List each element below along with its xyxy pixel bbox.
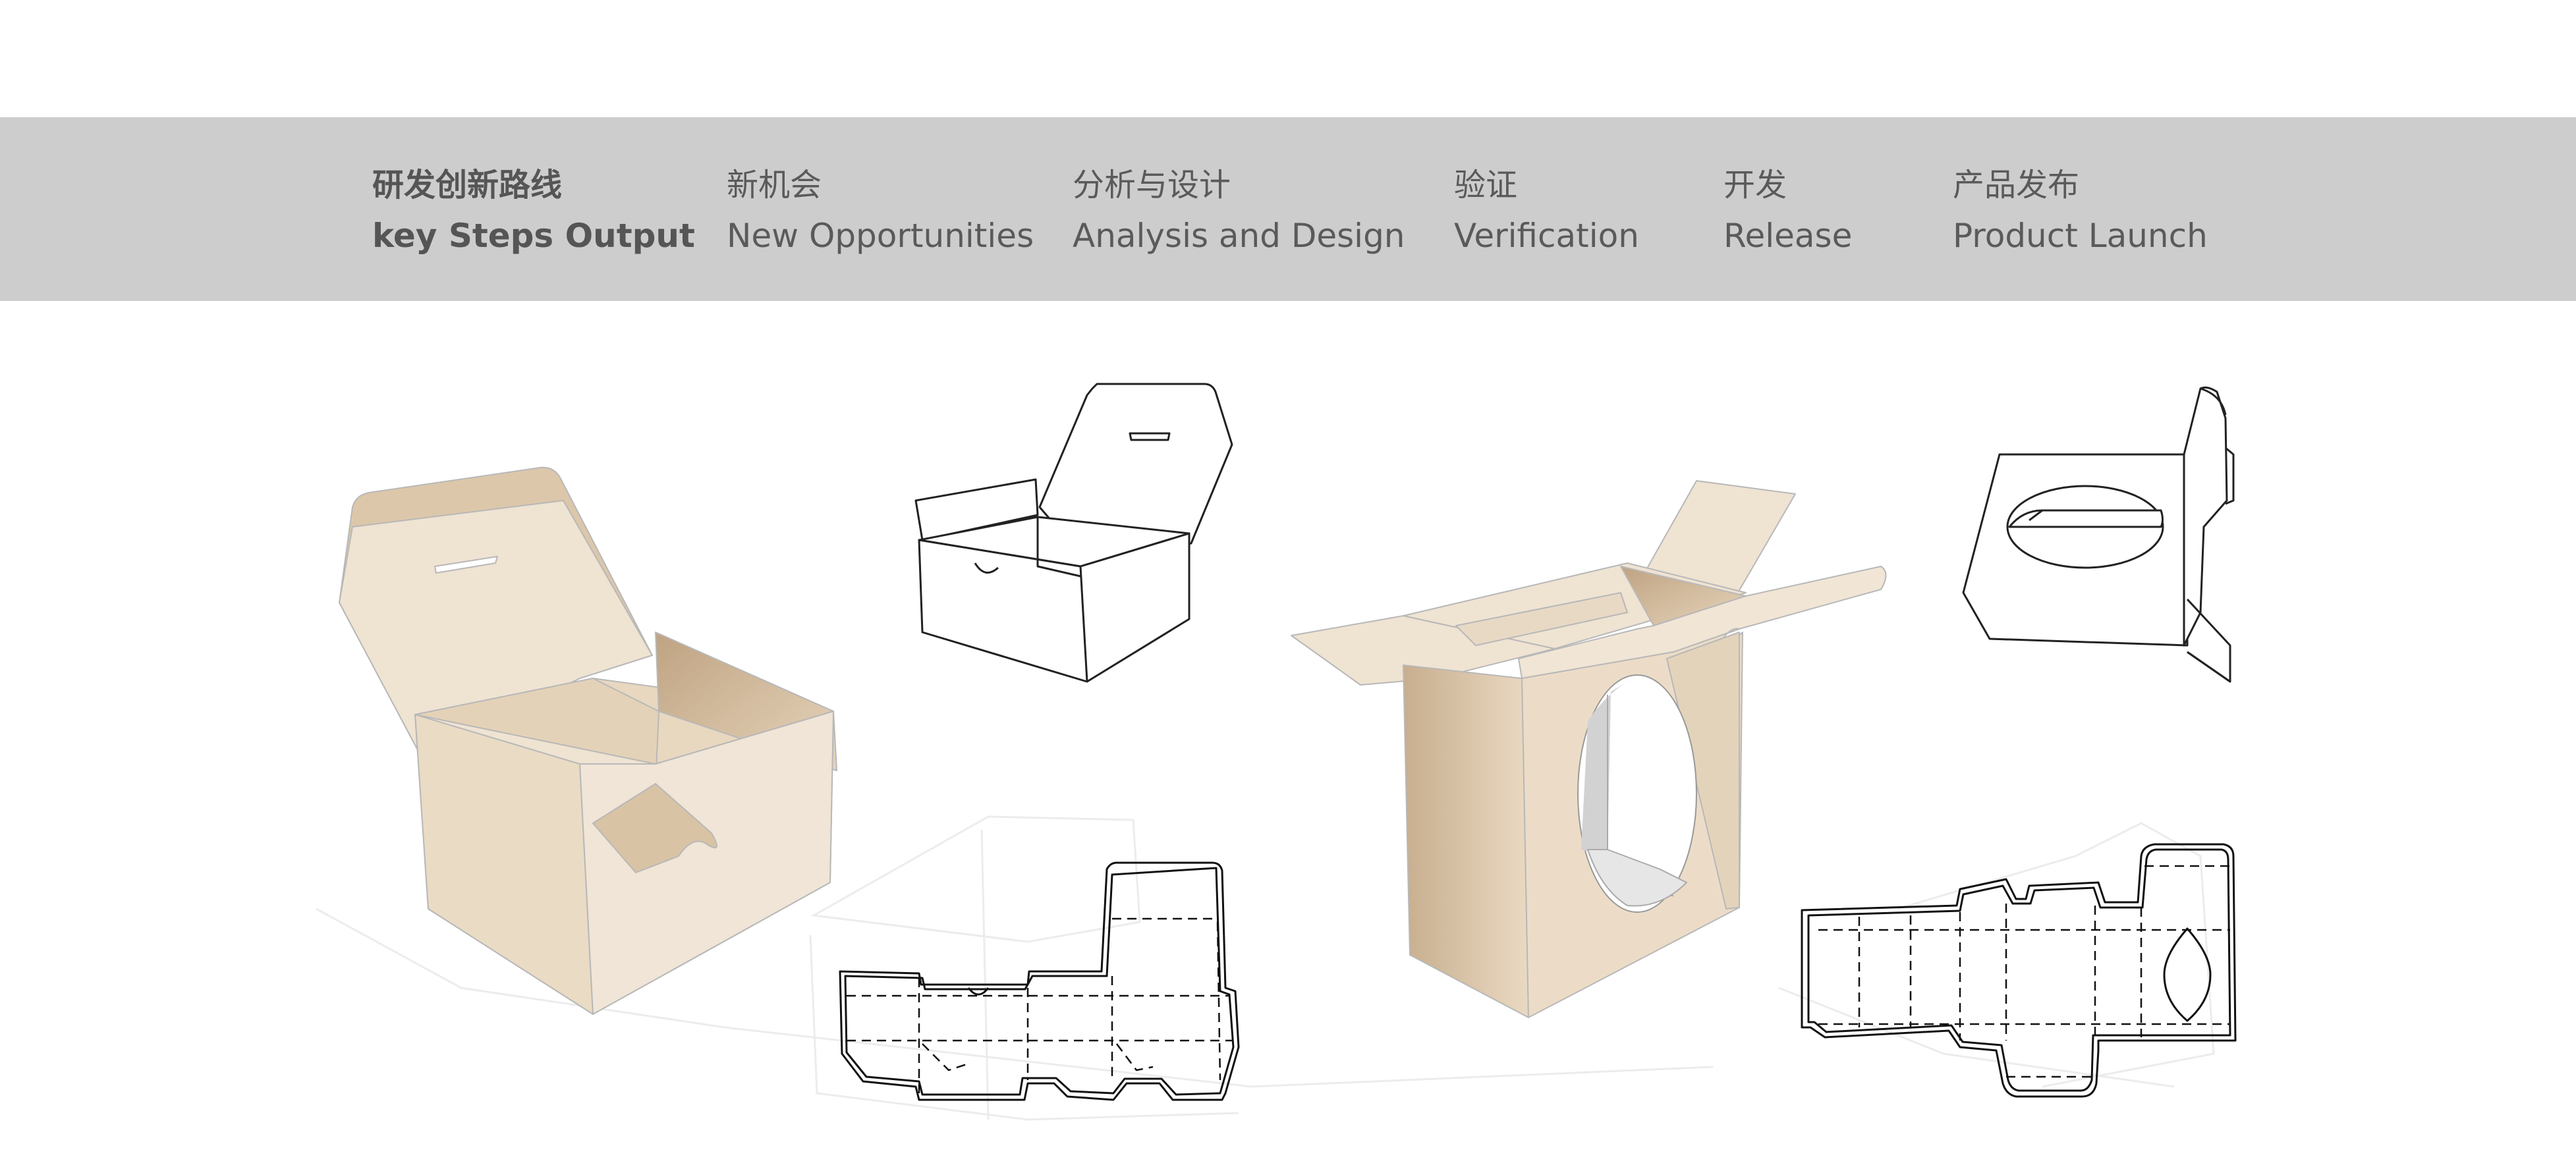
step-title-en: Product Launch (1953, 217, 2208, 255)
box-dieline-flat (839, 861, 1240, 1101)
step-title-cn: 研发创新路线 (372, 167, 563, 204)
step-title-cn: 产品发布 (1953, 167, 2080, 204)
step-verification: 验证 Verification (1454, 162, 1639, 263)
step-product-launch: 产品发布 Product Launch (1953, 162, 2208, 263)
step-title-cn: 分析与设计 (1073, 167, 1231, 204)
step-release: 开发 Release (1723, 162, 1852, 263)
step-title-cn: 验证 (1454, 167, 1518, 204)
step-title-en: New Opportunities (727, 217, 1034, 255)
step-new-opportunities: 新机会 New Opportunities (727, 162, 1034, 263)
tissue-box-dieline-flat (1801, 843, 2237, 1098)
step-title-en: Analysis and Design (1073, 217, 1405, 255)
step-key-steps: 研发创新路线 key Steps Output (372, 162, 695, 263)
step-title-en: Verification (1454, 217, 1639, 255)
step-title-en: Release (1723, 217, 1853, 255)
step-title-cn: 新机会 (727, 167, 822, 204)
step-analysis-design: 分析与设计 Analysis and Design (1073, 162, 1405, 263)
step-title-cn: 开发 (1723, 167, 1787, 204)
box-outline-open-lid (914, 383, 1233, 683)
tissue-box-outline (1962, 386, 2235, 683)
kraft-box-open-lid (339, 466, 837, 1015)
kraft-box-window (1291, 480, 1887, 1018)
header-band (0, 117, 2576, 301)
step-title-en: key Steps Output (372, 217, 695, 255)
